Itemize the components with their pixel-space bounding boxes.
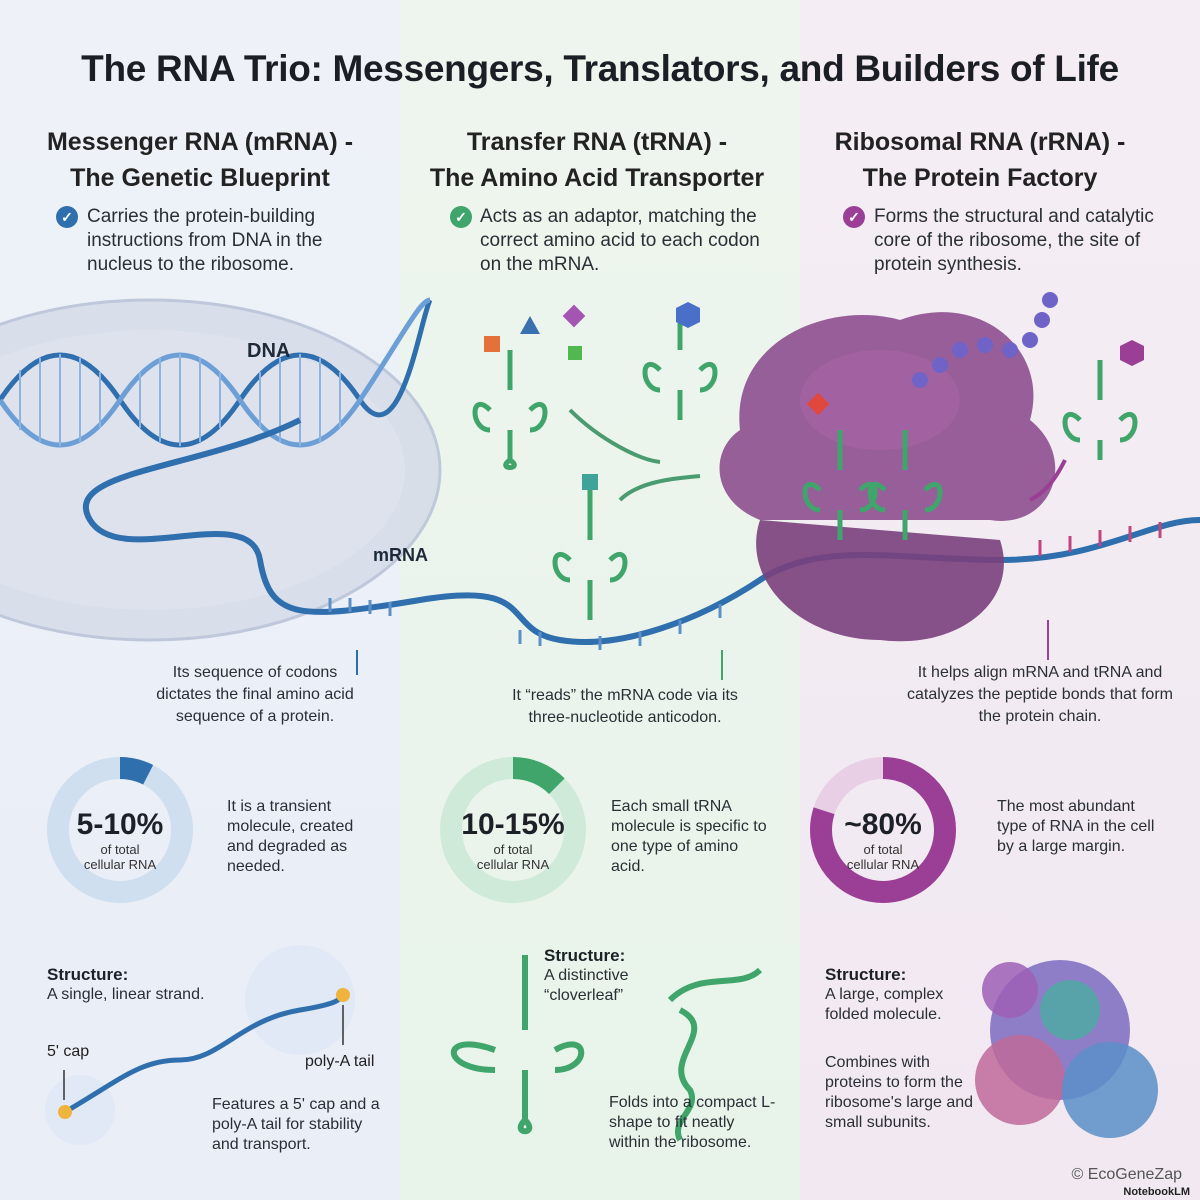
mrna-label: mRNA <box>373 545 429 565</box>
trna-note: It “reads” the mRNA code via its three-n… <box>512 687 738 726</box>
trna-heading: Transfer RNA (tRNA) - The Amino Acid Tra… <box>429 128 765 192</box>
mrna-structure: Structure: A single, linear strand. <box>47 965 205 1003</box>
check-icon: ✓ <box>843 206 865 228</box>
rrna-structure-icon <box>975 960 1158 1138</box>
mrna-side-text: It is a transient molecule, created and … <box>227 798 354 875</box>
check-icon: ✓ <box>56 206 78 228</box>
trna-description: Acts as an adaptor, matching the correct… <box>480 206 760 275</box>
donut-mrna <box>47 757 193 903</box>
mrna-note: Its sequence of codons dictates the fina… <box>156 664 354 725</box>
five-cap-label: 5' cap <box>47 1043 90 1060</box>
donut-fill <box>810 757 956 903</box>
donut-trna <box>440 757 586 903</box>
rrna-note: It helps align mRNA and tRNA and catalyz… <box>907 664 1173 725</box>
dna-label: DNA <box>247 340 291 362</box>
rrna-heading: Ribosomal RNA (rRNA) - The Protein Facto… <box>834 128 1126 192</box>
trna-structure-icon <box>450 955 763 1142</box>
rrna-percent: ~80% of total cellular RNA <box>844 808 922 872</box>
trna-structure-extra: Folds into a compact L-shape to fit neat… <box>609 1094 776 1151</box>
rrna-side-text: The most abundant type of RNA in the cel… <box>997 798 1155 855</box>
ribosome-icon <box>719 312 1056 642</box>
poly-a-label: poly-A tail <box>305 1053 375 1070</box>
trna-cloverleaf-icon <box>472 320 1138 620</box>
trna-column-bg <box>400 0 800 1200</box>
mrna-percent: 5-10% of total cellular RNA <box>76 808 164 872</box>
trna-percent: 10-15% of total cellular RNA <box>461 808 565 872</box>
donut-fill <box>47 757 193 903</box>
check-icon: ✓ <box>450 206 472 228</box>
dna-helix-icon <box>0 297 433 448</box>
rrna-description: Forms the structural and catalytic core … <box>874 206 1154 275</box>
credit: © EcoGeneZap <box>1071 1166 1182 1183</box>
donut-rrna <box>810 757 956 903</box>
mrna-structure-icon <box>45 945 355 1145</box>
trna-side-text: Each small tRNA molecule is specific to … <box>611 798 767 875</box>
rrna-structure: Structure: A large, complex folded molec… <box>825 965 944 1023</box>
donut-fill <box>440 757 586 903</box>
page-title: The RNA Trio: Messengers, Translators, a… <box>81 48 1119 89</box>
rrna-structure-extra: Combines with proteins to form the ribos… <box>825 1054 974 1131</box>
mrna-structure-extra: Features a 5' cap and a poly-A tail for … <box>212 1096 380 1153</box>
mrna-description: Carries the protein-building instruction… <box>87 206 323 275</box>
trna-structure: Structure: A distinctive “cloverleaf” <box>544 946 629 1004</box>
brand-logo: NotebookLM <box>1123 1186 1190 1198</box>
mrna-heading: Messenger RNA (mRNA) - The Genetic Bluep… <box>46 128 354 192</box>
